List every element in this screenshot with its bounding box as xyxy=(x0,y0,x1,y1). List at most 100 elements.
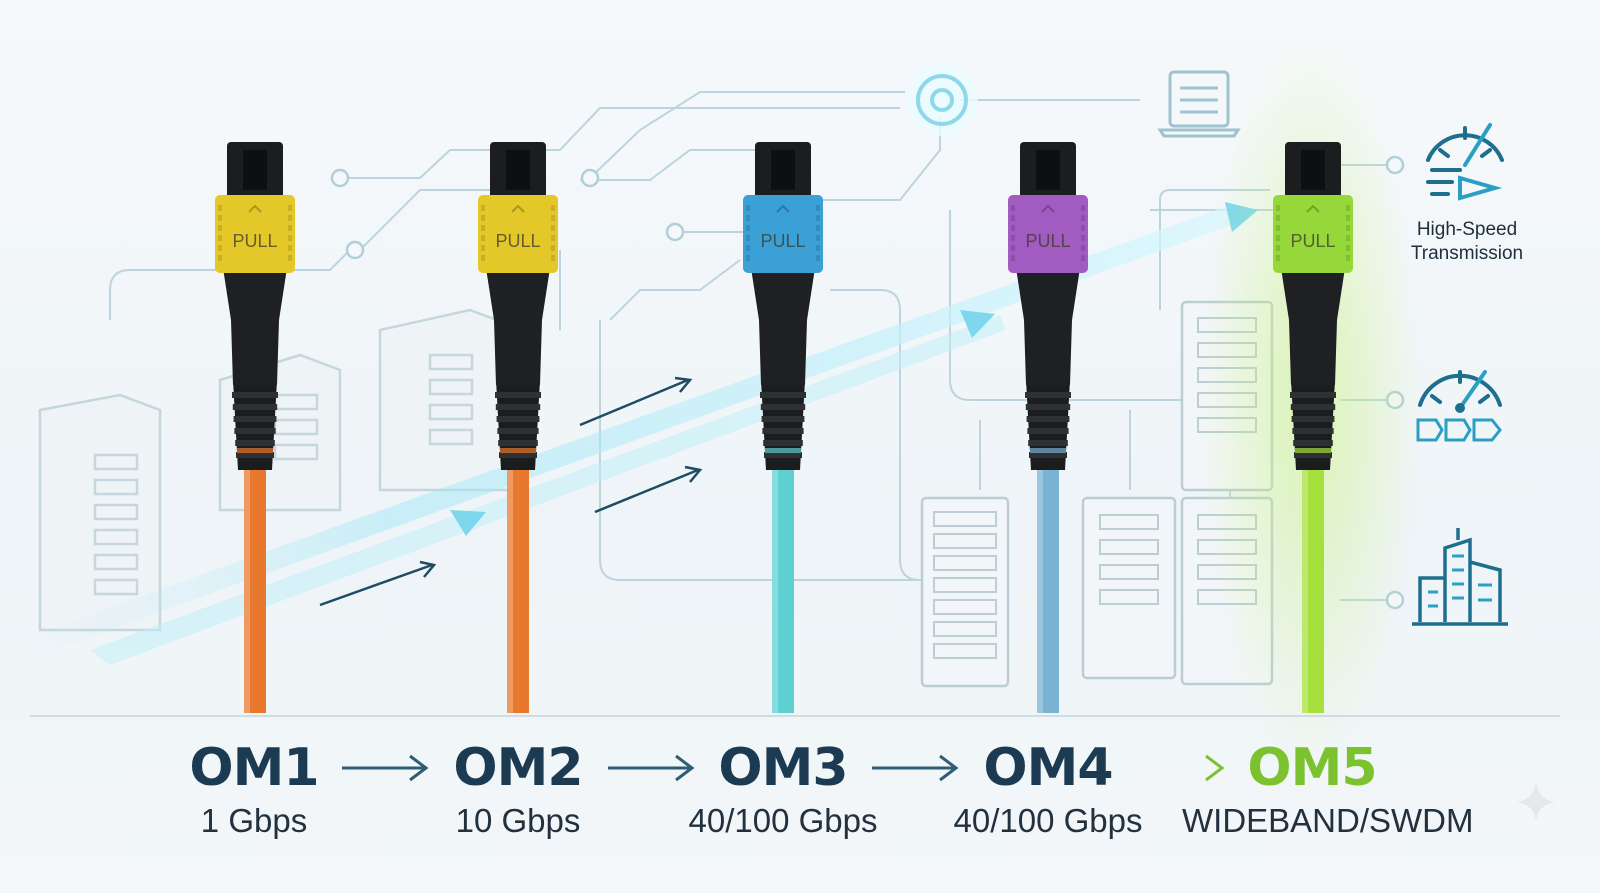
connector-tail xyxy=(223,268,287,385)
boot-arrow xyxy=(248,204,262,213)
boot-grip xyxy=(1346,245,1350,251)
strain-rib xyxy=(236,452,274,458)
cable-highlight xyxy=(244,455,250,713)
boot-grip xyxy=(551,205,555,211)
boot-grip xyxy=(1081,255,1085,261)
strain-rib xyxy=(761,416,805,422)
connector-tail xyxy=(1016,268,1080,385)
fiber-cable xyxy=(772,455,794,713)
om1-speed: 1 Gbps xyxy=(200,802,308,839)
strain-rib xyxy=(498,440,538,446)
strain-rib xyxy=(1028,440,1068,446)
ferrule-slot xyxy=(771,150,795,190)
strain-relief xyxy=(1026,380,1070,470)
high-speed-label-line1: High-Speed xyxy=(1416,219,1518,240)
motion-arrows xyxy=(319,376,703,607)
transition-arrow-2 xyxy=(608,754,695,782)
boot-grip xyxy=(1081,205,1085,211)
boot-grip xyxy=(1346,205,1350,211)
boot-grip xyxy=(1011,235,1015,241)
sparkle-icon xyxy=(1516,782,1556,822)
fiber-cable xyxy=(1037,455,1059,713)
cable-highlight xyxy=(772,455,778,713)
boot-grip xyxy=(746,215,750,221)
fiber-cable xyxy=(244,455,266,713)
boot-grip xyxy=(288,255,292,261)
ferrule-slot xyxy=(243,150,267,190)
boot-grip xyxy=(746,235,750,241)
connector-om2: PULL xyxy=(478,142,558,713)
laptop-icon xyxy=(1157,70,1241,138)
connector-boot xyxy=(478,195,558,273)
boot-grip xyxy=(551,225,555,231)
strain-rib xyxy=(760,392,806,398)
fiber-cable xyxy=(507,455,529,713)
strain-rib xyxy=(1027,428,1069,434)
boot-grip xyxy=(288,245,292,251)
connector-boot xyxy=(215,195,295,273)
boot-grip xyxy=(816,235,820,241)
boot-grip xyxy=(551,255,555,261)
strain-rib xyxy=(1291,416,1335,422)
boot-arrow xyxy=(1041,204,1055,213)
boot-grip xyxy=(551,215,555,221)
building-icon xyxy=(1412,528,1508,626)
strain-rib xyxy=(760,404,806,410)
boot-grip xyxy=(1276,235,1280,241)
om2-label-block: OM2 10 Gbps xyxy=(388,735,648,841)
strain-rib xyxy=(234,428,276,434)
connector-boot xyxy=(1008,195,1088,273)
pull-label: PULL xyxy=(232,231,277,251)
boot-grip xyxy=(1346,215,1350,221)
boot-grip xyxy=(1276,245,1280,251)
boot-grip xyxy=(816,205,820,211)
om5-grade: OM5 xyxy=(1247,738,1377,798)
om2-speed: 10 Gbps xyxy=(455,802,581,839)
boot-grip xyxy=(288,205,292,211)
cable-highlight xyxy=(507,455,513,713)
boot-grip xyxy=(816,245,820,251)
building-windows xyxy=(93,353,474,596)
boot-arrow xyxy=(776,204,790,213)
strain-rib xyxy=(495,404,541,410)
strain-relief xyxy=(233,380,277,470)
om5-label-block: OM5 WIDEBAND/SWDM xyxy=(1182,735,1474,841)
strain-rib xyxy=(1293,440,1333,446)
boot-grip xyxy=(218,255,222,261)
om5-speed: WIDEBAND/SWDM xyxy=(1182,802,1474,839)
speedometer-icon xyxy=(1416,370,1502,442)
connector-om1: PULL xyxy=(215,142,295,713)
strain-rib xyxy=(497,428,539,434)
boot-grip xyxy=(481,245,485,251)
connector-boot xyxy=(1273,195,1353,273)
high-speed-label-line2: Transmission xyxy=(1410,243,1524,264)
color-band xyxy=(237,448,273,453)
strain-relief xyxy=(1291,380,1335,470)
cable-highlight xyxy=(1037,455,1043,713)
boot-grip xyxy=(551,245,555,251)
boot-grip xyxy=(218,225,222,231)
transition-arrow-3 xyxy=(872,754,959,782)
om4-grade: OM4 xyxy=(983,738,1113,798)
connector-tail xyxy=(486,268,550,385)
pull-label: PULL xyxy=(1025,231,1070,251)
boot-grip xyxy=(218,215,222,221)
hub-node xyxy=(906,64,978,136)
strain-rib xyxy=(1029,452,1067,458)
speedometer-icon xyxy=(1426,123,1504,201)
boot-grip xyxy=(218,235,222,241)
strain-rib xyxy=(764,452,802,458)
pull-label: PULL xyxy=(495,231,540,251)
boot-grip xyxy=(218,205,222,211)
boot-grip xyxy=(288,225,292,231)
boot-grip xyxy=(1276,205,1280,211)
boot-grip xyxy=(1081,225,1085,231)
strain-rib xyxy=(232,404,278,410)
boot-grip xyxy=(1276,215,1280,221)
strain-rib xyxy=(499,452,537,458)
om4-speed: 40/100 Gbps xyxy=(953,802,1143,839)
boot-grip xyxy=(551,235,555,241)
boot-grip xyxy=(816,255,820,261)
connector-om4: PULL xyxy=(1008,142,1088,713)
strain-relief xyxy=(761,380,805,470)
